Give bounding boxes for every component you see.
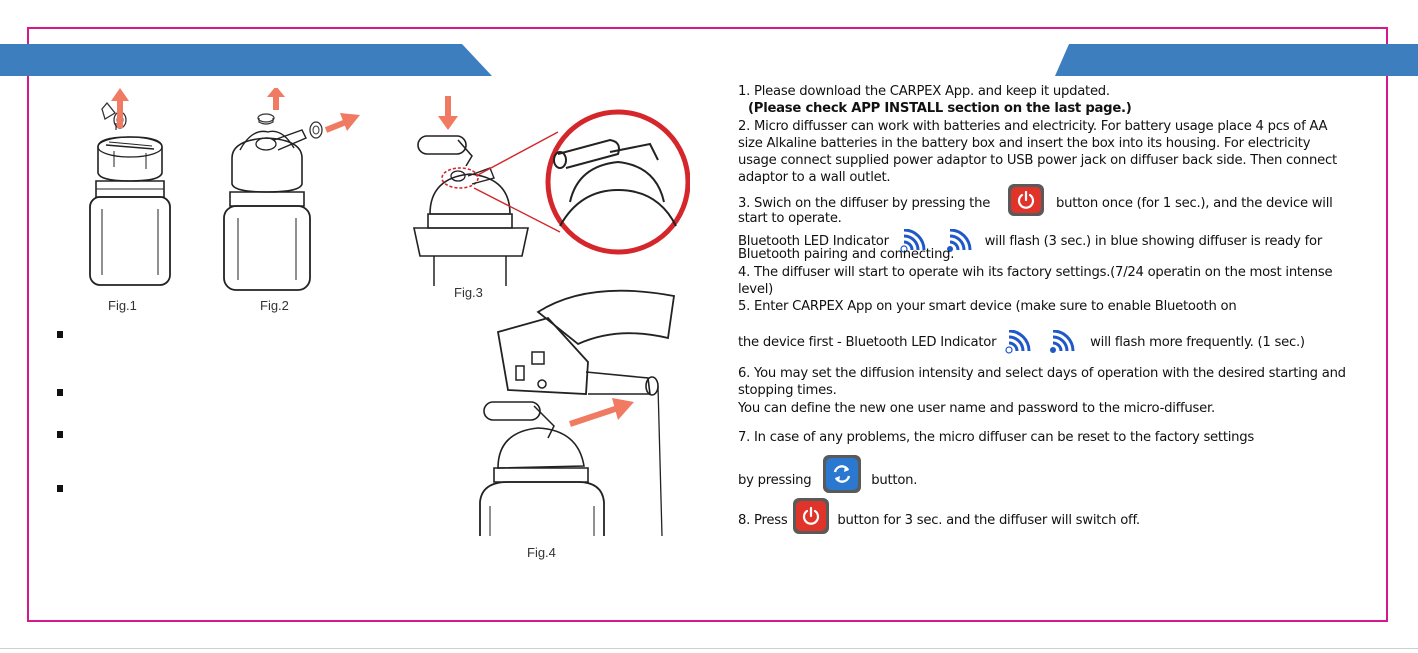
fig1-label: Fig.1 [108, 298, 137, 313]
bluetooth-led-on-icon [946, 229, 972, 252]
page-frame [27, 27, 1388, 622]
step-8-line: 8. Press button for 3 sec. and the diffu… [738, 498, 1140, 538]
step-6-line-3: You can define the new one user name and… [738, 401, 1215, 416]
step-6-line-2: stopping times. [738, 383, 837, 398]
step-3-text-before: 3. Swich on the diffuser by pressing the [738, 196, 991, 211]
step-2-line-3: usage connect supplied power adaptor to … [738, 153, 1337, 168]
bluetooth-led-off-icon [900, 229, 926, 253]
bullet-marker-4 [57, 485, 63, 492]
step-3-bt-text-after: will flash (3 sec.) in blue showing diff… [984, 234, 1323, 249]
power-button-icon [793, 498, 830, 534]
step-2-line-2: size Alkaline batteries in the battery b… [738, 136, 1311, 151]
step-3-line-2: start to operate. [738, 211, 842, 226]
step-2-line-4: adaptor to a wall outlet. [738, 170, 891, 185]
step-8-text-before: 8. Press [738, 513, 788, 528]
step-5-text-before: the device first - Bluetooth LED Indicat… [738, 335, 997, 350]
fig4-illustration [479, 289, 676, 537]
step-7-text-before: by pressing [738, 473, 812, 488]
fig2-label: Fig.2 [260, 298, 289, 313]
fig4-label: Fig.4 [527, 545, 556, 560]
step-5-text-after: will flash more frequently. (1 sec.) [1090, 335, 1305, 350]
section-banner-right [1055, 44, 1418, 76]
bullet-marker-3 [57, 431, 63, 438]
step-5-line-2: the device first - Bluetooth LED Indicat… [738, 330, 1305, 354]
bluetooth-led-off-icon [1005, 330, 1031, 354]
power-button-icon [1008, 184, 1045, 216]
step-3-line-1: 3. Swich on the diffuser by pressing the… [738, 184, 1333, 219]
bottom-rule [0, 648, 1418, 649]
bullet-marker-2 [57, 389, 63, 396]
step-6-line-1: 6. You may set the diffusion intensity a… [738, 366, 1346, 381]
step-8-text-after: button for 3 sec. and the diffuser will … [837, 513, 1140, 528]
section-banner-left [0, 44, 492, 76]
step-1: 1. Please download the CARPEX App. and k… [738, 84, 1110, 99]
fig3-illustration [413, 96, 690, 286]
step-7-line-1: 7. In case of any problems, the micro di… [738, 430, 1255, 445]
reset-button-icon [823, 455, 862, 493]
fig1-illustration [89, 88, 171, 286]
step-7-line-2: by pressing button. [738, 455, 918, 499]
step-1-note: (Please check APP INSTALL section on the… [748, 101, 1132, 116]
step-2-line-1: 2. Micro diffusser can work with batteri… [738, 119, 1328, 134]
fig2-illustration [223, 88, 360, 291]
bluetooth-led-on-icon [1050, 330, 1075, 353]
step-3-bt-text-before: Bluetooth LED Indicator [738, 234, 889, 249]
step-3-text-after: button once (for 1 sec.), and the device… [1055, 196, 1333, 211]
step-3-line-4: Bluetooth pairing and connecting. [738, 247, 955, 262]
step-5-line-1: 5. Enter CARPEX App on your smart device… [738, 299, 1237, 314]
bullet-marker-1 [57, 331, 63, 338]
step-7-text-after: button. [871, 473, 918, 488]
step-4-line-1: 4. The diffuser will start to operate wi… [738, 265, 1333, 280]
step-3-line-3: Bluetooth LED Indicator will flash (3 se… [738, 229, 1322, 253]
step-4-line-2: level) [738, 282, 774, 297]
fig3-label: Fig.3 [454, 285, 483, 300]
